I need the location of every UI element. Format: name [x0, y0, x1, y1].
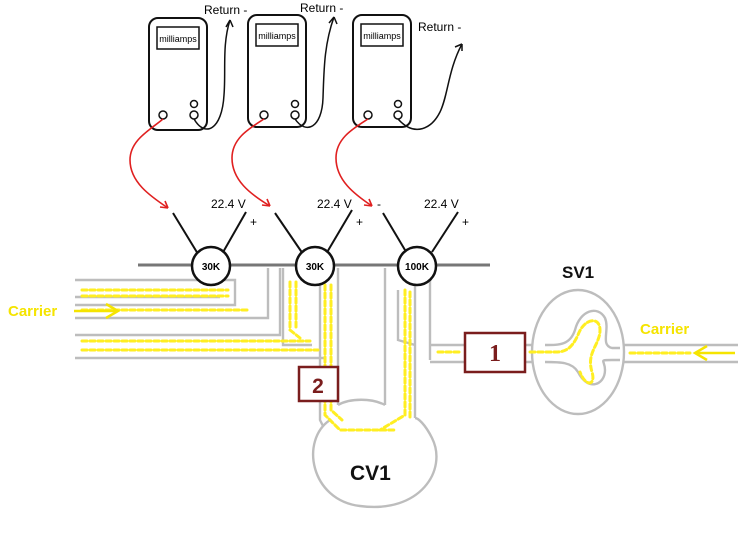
- meter-jack-red: [259, 110, 269, 120]
- cv1-label: CV1: [350, 462, 391, 485]
- meter-2: milliamps: [247, 14, 307, 128]
- sensor-2: 30K: [274, 209, 353, 287]
- return-label-3: Return -: [418, 20, 461, 34]
- carrier-label-left: Carrier: [8, 303, 57, 320]
- sensor-3-plus: +: [462, 215, 469, 229]
- sensor-1: 30K: [172, 211, 247, 287]
- probe-leads: [129, 118, 373, 209]
- meter-label: milliamps: [258, 31, 296, 41]
- sensor-3-voltage: 22.4 V: [424, 197, 459, 211]
- meter-jack-aux: [189, 99, 199, 109]
- carrier-label-right: Carrier: [640, 321, 689, 338]
- carrier-arrow-left: [74, 302, 121, 320]
- gas-flow: [80, 280, 692, 432]
- meter-jack-aux: [393, 99, 403, 109]
- meter-jack-red: [363, 110, 373, 120]
- sensor-2-plus: +: [356, 215, 363, 229]
- meter-jack-common: [189, 110, 199, 120]
- meter-jack-red: [158, 110, 168, 120]
- marker-2: 2: [297, 365, 340, 403]
- sensor-1-plus: +: [250, 215, 257, 229]
- sensor-2-voltage: 22.4 V: [317, 197, 352, 211]
- return-lead-2: [294, 16, 335, 129]
- marker-1: 1: [463, 331, 527, 374]
- meter-label: milliamps: [159, 34, 197, 44]
- marker-1-label: 1: [489, 341, 501, 367]
- return-arrowhead-3: [454, 43, 463, 51]
- return-lead-1: [193, 19, 231, 130]
- meter-jack-common: [290, 110, 300, 120]
- return-arrowhead-2: [328, 16, 338, 25]
- meter-1: milliamps: [148, 17, 208, 131]
- return-arrowhead-1: [225, 19, 234, 28]
- meter-jack-aux: [290, 99, 300, 109]
- return-lead-3: [397, 43, 463, 131]
- meter-label: milliamps: [363, 31, 401, 41]
- return-label-2: Return -: [300, 1, 343, 15]
- carrier-arrow-right: [692, 344, 735, 362]
- sensor-2-resistance: 30K: [306, 262, 325, 273]
- sensor-3: 100K: [382, 211, 459, 287]
- cv1-chamber: [311, 416, 438, 509]
- marker-2-label: 2: [312, 375, 324, 398]
- meter-jack-common: [393, 110, 403, 120]
- sensor-1-resistance: 30K: [202, 262, 221, 273]
- sensor-3-resistance: 100K: [405, 262, 430, 273]
- return-label-1: Return -: [204, 3, 247, 17]
- sensor-3-minus: -: [377, 197, 381, 211]
- sv1-coil: [544, 309, 620, 386]
- sv1-label: SV1: [562, 263, 594, 282]
- cv1-inner-arc: [337, 398, 386, 407]
- meter-3: milliamps: [352, 14, 412, 128]
- sensor-1-voltage: 22.4 V: [211, 197, 246, 211]
